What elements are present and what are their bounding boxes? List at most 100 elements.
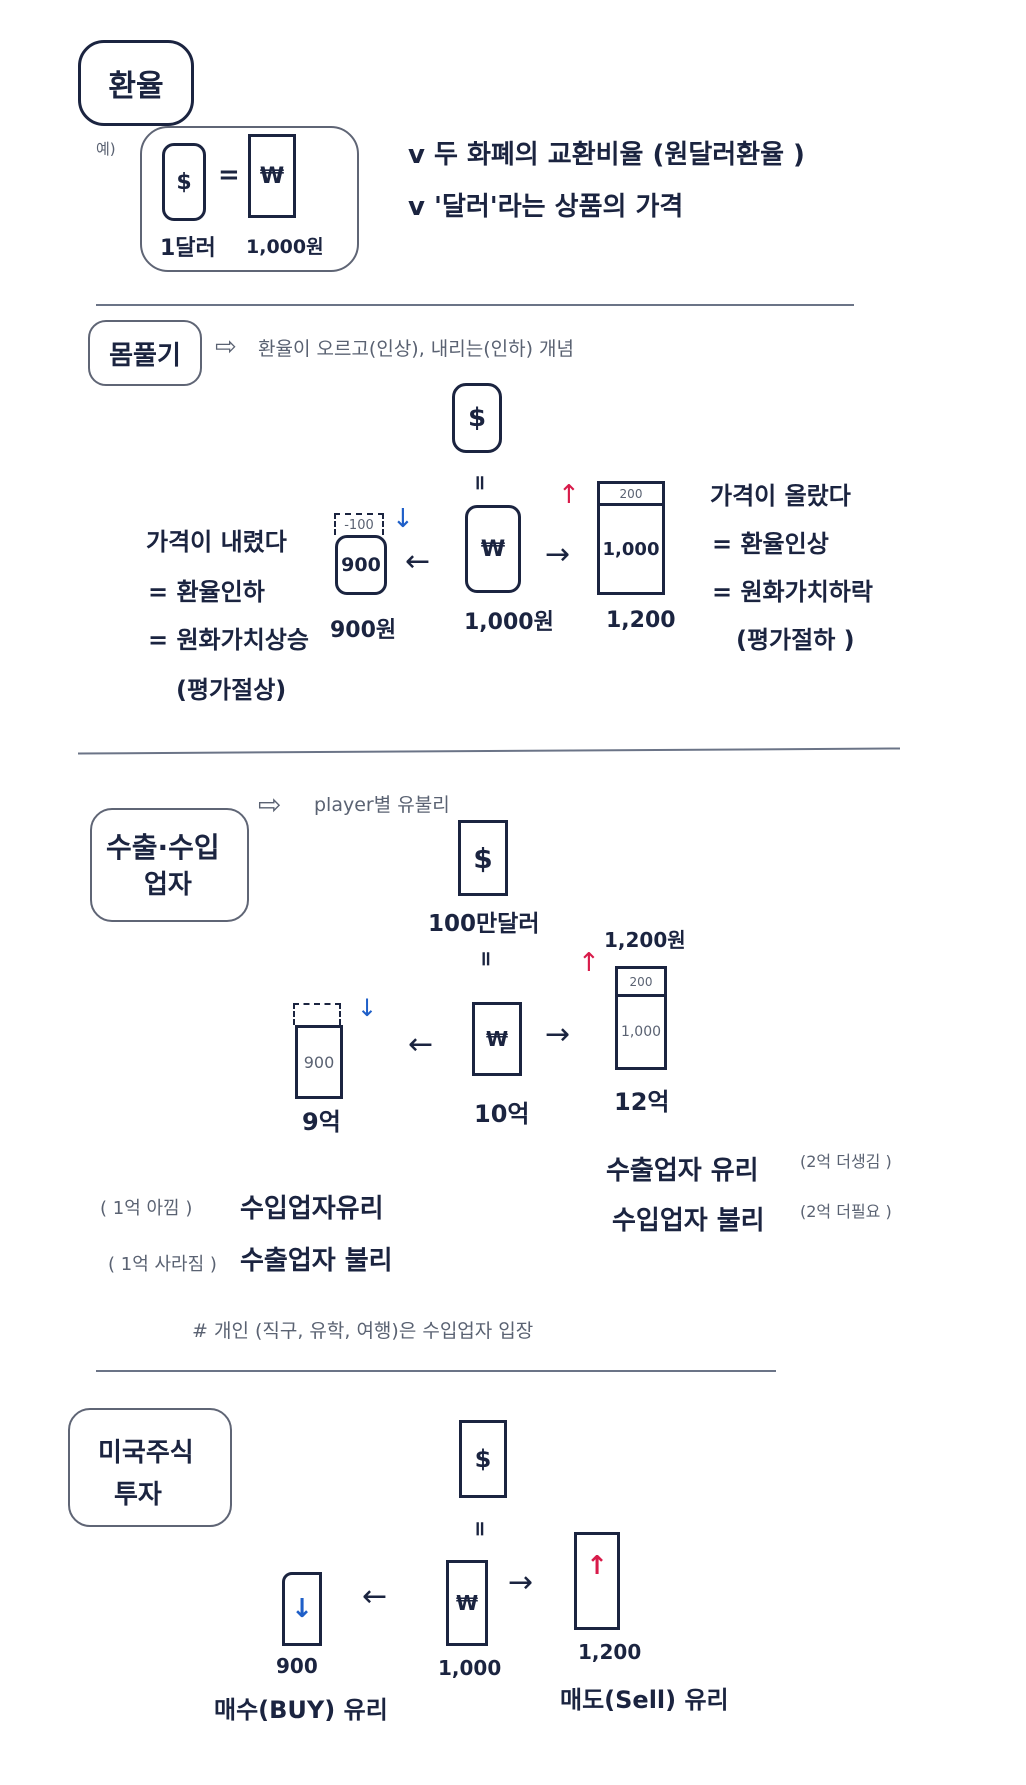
divider-3 [96,1370,776,1372]
won-icon: ₩ [485,1027,509,1051]
caption-900: 900원 [330,618,397,643]
bullet-2: v '달러'라는 상품의 가격 [408,192,684,222]
aside-2: ( 1억 사라짐 ) [108,1254,217,1275]
won-note-900: ↓ [282,1572,322,1646]
footnote: # 개인 (직구, 유학, 여행)은 수입업자 입장 [192,1320,534,1342]
up-arrow-icon: ↑ [578,948,600,978]
dollar-icon: $ [467,403,487,433]
right-text-4: (평가절하 ) [736,626,855,654]
hollow-arrow-icon: ⇨ [215,332,237,362]
added-value: 200 [619,486,643,501]
section-title-traders [90,808,249,922]
won-note-1000: ₩ [446,1560,488,1646]
won-note-1000: ₩ [465,505,521,593]
dollar-caption: 1달러 [160,236,216,261]
aside-1: ( 1억 아낌 ) [100,1198,193,1219]
exporter-disadvantage: 수출업자 불리 [240,1246,393,1276]
left-arrow-icon: ← [362,1579,388,1614]
caption-900: 900 [276,1654,318,1678]
section-title-text: 몸풀기 [109,340,181,371]
removed-portion: -100 [334,513,384,535]
caption-1000: 1,000 [438,1656,502,1680]
left-text-2: = 환율인하 [148,578,265,606]
left-text-3: = 원화가치상승 [148,626,309,654]
dollar-note: $ [458,820,508,896]
added-value: 200 [629,974,653,989]
down-arrow-icon: ↓ [357,994,378,1022]
section-title-line1: 미국주식 [98,1438,194,1468]
right-arrow-icon: → [508,1565,534,1600]
buy-advantage: 매수(BUY) 유리 [214,1696,388,1724]
won-note-1200: 1,000 [597,503,665,595]
won-note: ₩ [248,134,296,218]
removed-portion [293,1003,341,1025]
section-title-line1: 수출·수입 [106,831,220,864]
section-title-line2: 투자 [114,1480,162,1510]
divider-1 [96,304,854,306]
note-value: 900 [341,554,381,576]
dollar-icon: $ [473,841,493,875]
exporter-advantage: 수출업자 유리 [606,1156,759,1186]
caption-1200: 1,200 [578,1640,642,1664]
section-title-us-stocks [68,1408,232,1527]
caption-1000: 1,000원 [464,610,554,635]
dollar-caption: 100만달러 [428,911,540,937]
dollar-note: $ [452,383,502,453]
section-subtitle: 환율이 오르고(인상), 내리는(인하) 개념 [258,338,575,360]
note-value: 1,000 [620,1024,662,1040]
won-icon: ₩ [259,163,285,189]
section-title-line2: 업자 [144,870,192,900]
added-portion: 200 [615,966,667,994]
won-icon: ₩ [455,1591,479,1615]
importer-disadvantage: 수입업자 불리 [612,1206,765,1236]
bullet-1: v 두 화폐의 교환비율 (원달러환율 ) [408,140,805,170]
caption-9eok: 9억 [302,1108,341,1136]
right-arrow-icon: → [545,537,571,572]
removed-value: -100 [344,517,374,533]
won-caption: 1,000원 [246,236,324,258]
won-note-10eok: ₩ [472,1002,522,1076]
dollar-note: $ [162,143,206,221]
equals-mark: ॥ [473,1516,485,1540]
left-arrow-icon: ← [408,1027,434,1062]
right-text-3: = 원화가치하락 [712,578,873,606]
won-note-900: 900 [335,535,387,595]
equals-sign: = [218,160,240,190]
sell-advantage: 매도(Sell) 유리 [560,1686,729,1714]
section-title-exchange-rate: 환율 [78,40,194,126]
section-title-text: 환율 [108,69,164,104]
added-portion: 200 [597,481,665,503]
note-value: 1,000 [602,538,660,560]
down-arrow-icon: ↓ [392,504,414,534]
won-icon: ₩ [480,536,506,562]
up-arrow-icon: ↑ [586,1551,608,1581]
right-arrow-icon: → [545,1017,571,1052]
down-arrow-icon: ↓ [291,1594,313,1624]
won-note-12eok: 1,000 [615,994,667,1070]
right-text-2: = 환율인상 [712,530,829,558]
won-note-900: 900 [295,1025,343,1099]
divider-2 [78,747,900,755]
left-arrow-icon: ← [405,544,431,579]
equals-mark: ॥ [479,946,491,970]
equals-mark: ॥ [473,470,485,494]
section-subtitle: player별 유불리 [314,794,450,816]
importer-advantage: 수입업자유리 [240,1194,384,1224]
caption-1200: 1,200 [606,608,676,633]
example-label: 예) [96,140,116,158]
rate-label-1200: 1,200원 [604,928,686,952]
left-text-1: 가격이 내렸다 [146,528,287,556]
dollar-icon: $ [176,169,192,195]
example-box [140,126,359,272]
up-arrow-icon: ↑ [558,480,580,510]
aside-3: (2억 더생김 ) [800,1152,892,1171]
caption-12eok: 12억 [614,1088,670,1116]
aside-4: (2억 더필요 ) [800,1202,892,1221]
dollar-note: $ [459,1420,507,1498]
caption-10eok: 10억 [474,1100,530,1128]
won-note-1200: ↑ [574,1532,620,1630]
note-value: 900 [303,1052,335,1072]
right-text-1: 가격이 올랐다 [710,482,851,510]
left-text-4: (평가절상) [176,676,287,704]
section-title-warmup: 몸풀기 [88,320,202,386]
